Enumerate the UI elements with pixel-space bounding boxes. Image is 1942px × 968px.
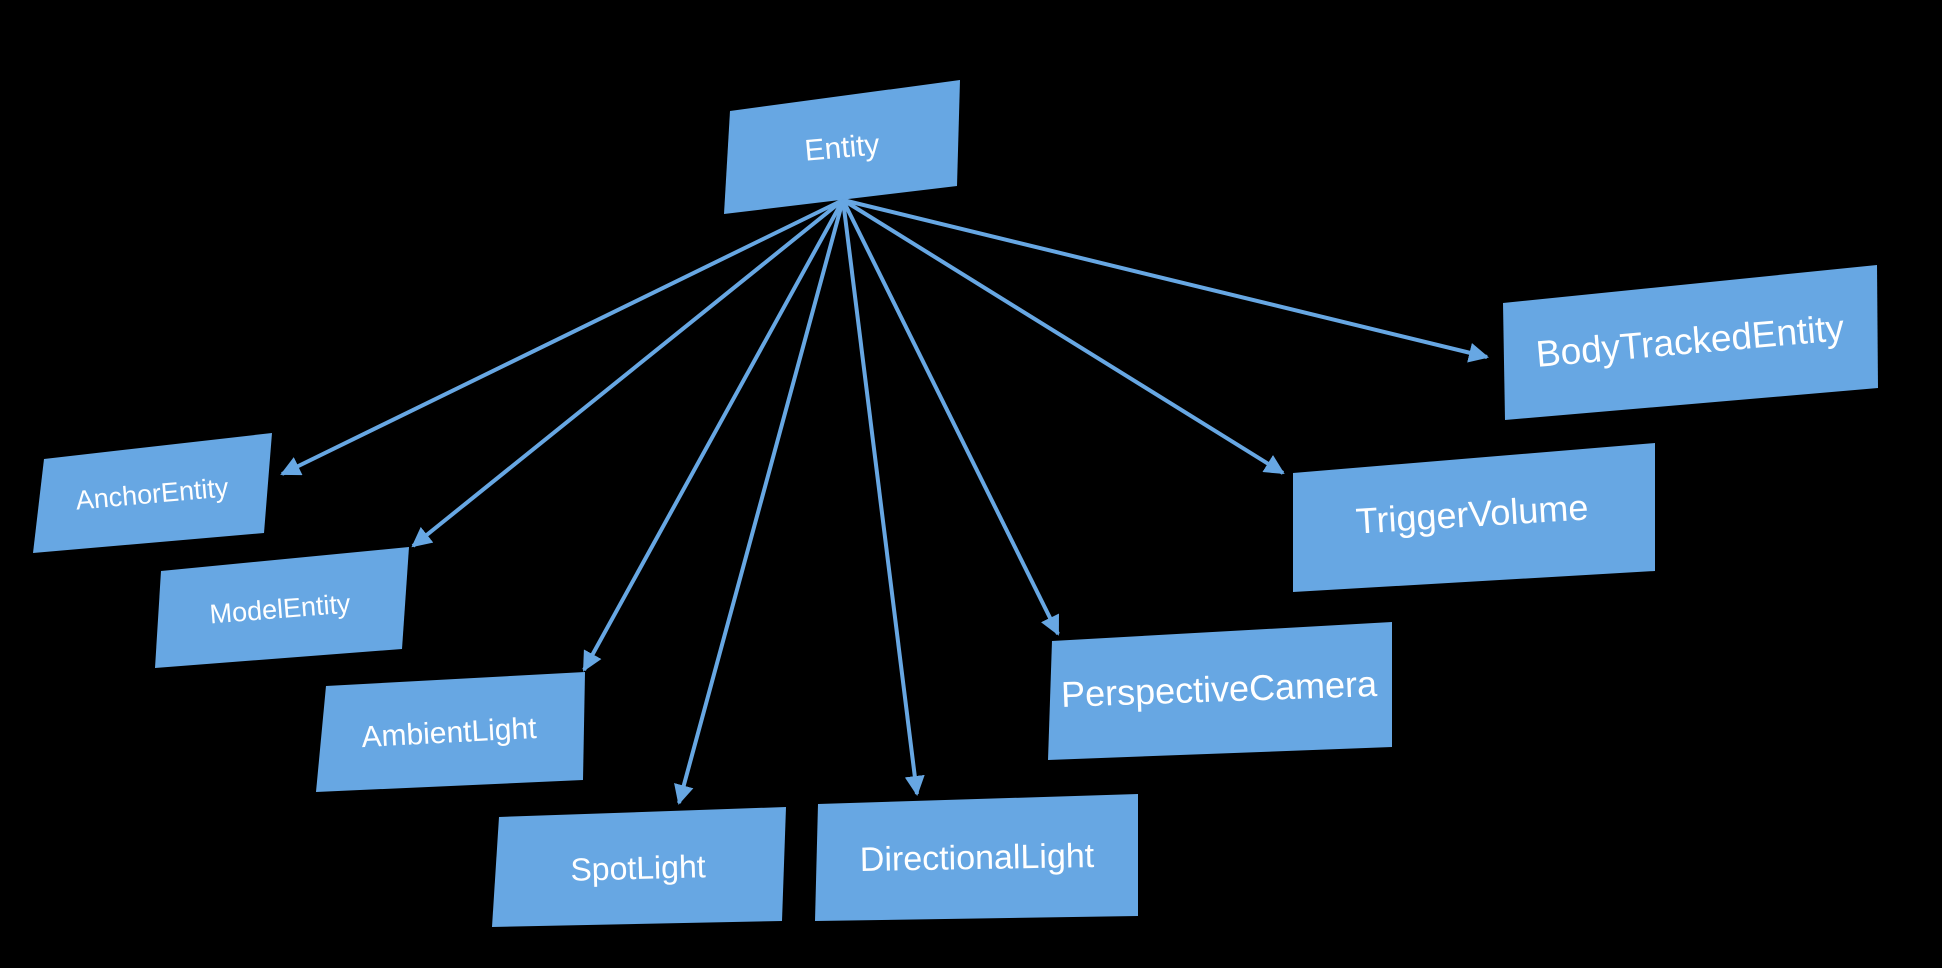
edge-entity-to-perspective-camera xyxy=(841,199,1060,636)
node-box-body-tracked-entity xyxy=(1503,265,1878,420)
edge-entity-to-trigger-volume xyxy=(841,198,1285,475)
edge-entity-to-body-tracked-entity xyxy=(842,198,1489,363)
node-body-tracked-entity: BodyTrackedEntity xyxy=(1503,265,1878,420)
node-ambient-light: AmbientLight xyxy=(316,672,585,792)
nodes-layer: EntityAnchorEntityModelEntityAmbientLigh… xyxy=(33,80,1878,927)
node-perspective-camera: PerspectiveCamera xyxy=(1048,622,1392,760)
edge-entity-to-spot-light xyxy=(674,199,845,805)
node-model-entity: ModelEntity xyxy=(155,547,409,668)
edges-layer xyxy=(280,198,1489,805)
node-box-trigger-volume xyxy=(1293,443,1655,592)
node-box-directional-light xyxy=(815,794,1138,921)
edge-entity-to-ambient-light xyxy=(582,199,845,672)
node-spot-light: SpotLight xyxy=(492,807,786,927)
node-label-spot-light: SpotLight xyxy=(570,848,706,888)
edge-entity-to-directional-light xyxy=(841,199,925,796)
node-directional-light: DirectionalLight xyxy=(815,794,1138,921)
node-entity: Entity xyxy=(724,80,960,214)
node-trigger-volume: TriggerVolume xyxy=(1293,443,1655,592)
edge-entity-to-model-entity xyxy=(411,198,845,548)
node-box-spot-light xyxy=(492,807,786,927)
node-box-anchor-entity xyxy=(33,433,272,553)
node-box-ambient-light xyxy=(316,672,585,792)
node-box-perspective-camera xyxy=(1048,622,1392,760)
node-anchor-entity: AnchorEntity xyxy=(33,433,272,553)
edge-entity-to-anchor-entity xyxy=(280,198,844,476)
node-box-entity xyxy=(724,80,960,214)
node-label-entity: Entity xyxy=(803,128,881,167)
node-box-model-entity xyxy=(155,547,409,668)
node-label-directional-light: DirectionalLight xyxy=(860,837,1096,879)
